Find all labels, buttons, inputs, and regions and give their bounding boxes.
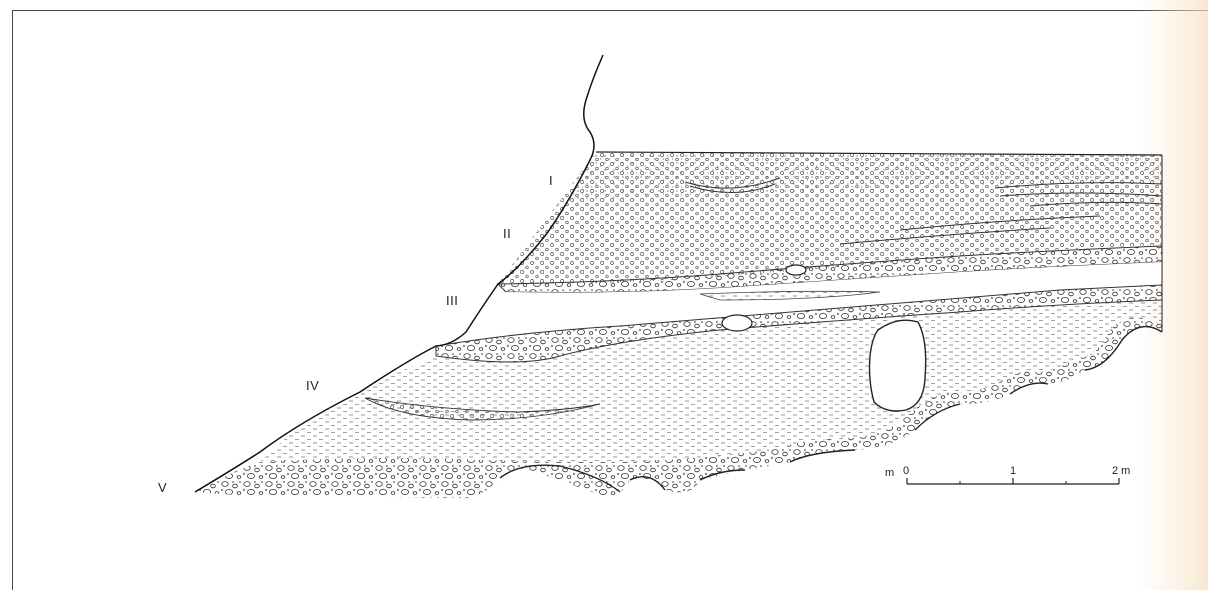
scale-label-2: 2 m [1112,465,1130,477]
unit-label-i: I [549,173,553,188]
scale-bar: m 0 1 2 m [885,465,1130,484]
unit-label-iii: III [446,293,458,308]
scale-unit-left: m [885,467,894,479]
large-boulder [870,320,926,411]
unit-label-iv: IV [306,378,319,393]
scale-label-0: 0 [903,465,909,477]
unit-label-ii: II [503,226,511,241]
cobble-one [722,315,752,331]
cobble-two [786,265,806,275]
scale-label-1: 1 [1010,465,1016,477]
unit-label-v: V [158,480,167,495]
